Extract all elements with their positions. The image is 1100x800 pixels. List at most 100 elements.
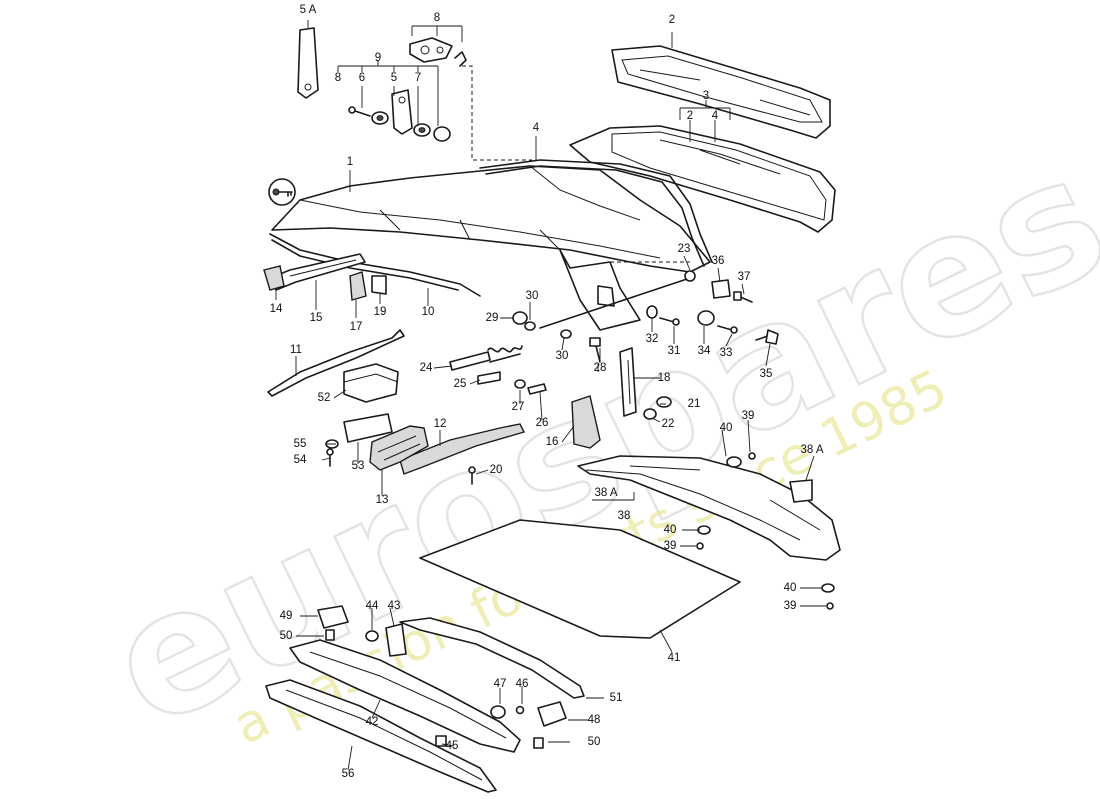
part-nut-44	[365, 630, 379, 642]
part-nut-27	[514, 379, 526, 389]
connector-8-to-roof	[462, 65, 532, 161]
part-nut-32	[646, 305, 658, 319]
label-2: 2	[687, 110, 693, 122]
part-nut-29	[512, 311, 528, 325]
label-31: 31	[668, 345, 681, 357]
part-front-frame-42	[289, 639, 521, 753]
label-42: 42	[366, 716, 379, 728]
label-40c: 40	[784, 582, 797, 594]
label-39a: 39	[742, 410, 755, 422]
label-6: 6	[359, 72, 365, 84]
part-cap-8	[433, 126, 451, 142]
label-4: 4	[533, 122, 540, 134]
label-23: 23	[678, 243, 691, 255]
part-latch-43	[385, 623, 407, 657]
part-nut-7	[413, 123, 431, 137]
part-pad-17	[349, 271, 367, 301]
label-27: 27	[512, 401, 525, 413]
part-bracket-5	[391, 89, 413, 135]
label-49: 49	[280, 610, 293, 622]
label-7: 7	[415, 72, 421, 84]
part-seal-13-lines	[377, 435, 421, 461]
part-roof-frame-seal-4	[479, 159, 713, 267]
label-39b: 39	[664, 540, 677, 552]
label-15: 15	[310, 312, 323, 324]
part-rear-trim-panel-38	[577, 455, 841, 561]
label-38: 38	[618, 510, 631, 522]
part-nut-47	[490, 705, 506, 719]
label-22: 22	[662, 418, 675, 430]
part-screw-39b	[696, 542, 704, 550]
label-52: 52	[318, 392, 331, 404]
label-47: 47	[494, 678, 507, 690]
label-4-right: 4	[712, 110, 719, 122]
label-40a: 40	[720, 422, 733, 434]
part-ring-23	[684, 270, 696, 282]
leader-lines	[275, 20, 826, 771]
label-36: 36	[712, 255, 725, 267]
part-screw-39a	[748, 452, 756, 460]
part-labels: 5 A 8 9 8 6 5 7 2 3 2 4 4 1 23 36 37 14 …	[270, 4, 824, 780]
label-25: 25	[454, 378, 467, 390]
label-10: 10	[422, 306, 435, 318]
part-nut-22	[643, 408, 657, 420]
part-pillar-seal-16	[571, 395, 601, 449]
part-screw-31	[659, 317, 680, 326]
label-45: 45	[446, 740, 459, 752]
label-18: 18	[658, 372, 671, 384]
label-30b: 30	[556, 350, 569, 362]
part-screw-50b	[533, 737, 544, 749]
label-11: 11	[290, 344, 302, 356]
part-nut-34	[697, 310, 715, 326]
part-rear-window-frame-3	[569, 125, 836, 233]
part-bracket-18	[619, 347, 637, 417]
label-33: 33	[720, 347, 733, 359]
part-side-trim-15-line	[289, 259, 357, 277]
label-55: 55	[294, 438, 307, 450]
part-bracket-5a-hole	[304, 83, 312, 91]
label-30a: 30	[526, 290, 539, 302]
label-5a: 5 A	[300, 4, 317, 16]
label-12: 12	[434, 418, 447, 430]
part-bracket-18-line	[627, 359, 631, 405]
part-latch-bracket-8	[409, 37, 467, 67]
label-46: 46	[516, 678, 529, 690]
label-2-top: 2	[669, 14, 675, 26]
part-screw-20	[468, 466, 476, 485]
part-bolt-26	[527, 383, 547, 395]
key-icon	[268, 178, 296, 206]
part-headliner-41	[419, 519, 741, 639]
part-screw-46	[515, 705, 525, 715]
label-16: 16	[546, 436, 559, 448]
part-washer-30b	[560, 329, 572, 339]
part-plate-36	[711, 279, 731, 299]
label-29: 29	[486, 312, 499, 324]
label-32: 32	[646, 333, 659, 345]
label-14: 14	[270, 303, 283, 315]
part-pad-19	[371, 275, 387, 295]
part-clip-38a	[789, 479, 813, 503]
label-19: 19	[374, 306, 387, 318]
part-screw-6	[348, 106, 371, 117]
part-screw-39c	[826, 602, 834, 610]
part-screw-45	[435, 735, 447, 747]
label-38a: 38 A	[594, 487, 617, 499]
label-1: 1	[347, 156, 353, 168]
label-48: 48	[588, 714, 601, 726]
label-56: 56	[342, 768, 355, 780]
label-50a: 50	[280, 630, 293, 642]
label-24: 24	[420, 362, 433, 374]
part-front-seal-10	[269, 233, 481, 297]
part-nut-21	[656, 396, 672, 408]
part-seal-12	[399, 423, 526, 475]
part-latch-49	[317, 605, 349, 629]
part-screw-50a	[325, 629, 335, 641]
label-26: 26	[536, 417, 549, 429]
part-channel-52	[343, 363, 399, 403]
label-35: 35	[760, 368, 773, 380]
label-8: 8	[335, 72, 341, 84]
part-nut-40a	[726, 456, 742, 468]
part-screw-54	[326, 448, 334, 467]
part-rear-window-2	[611, 45, 831, 139]
